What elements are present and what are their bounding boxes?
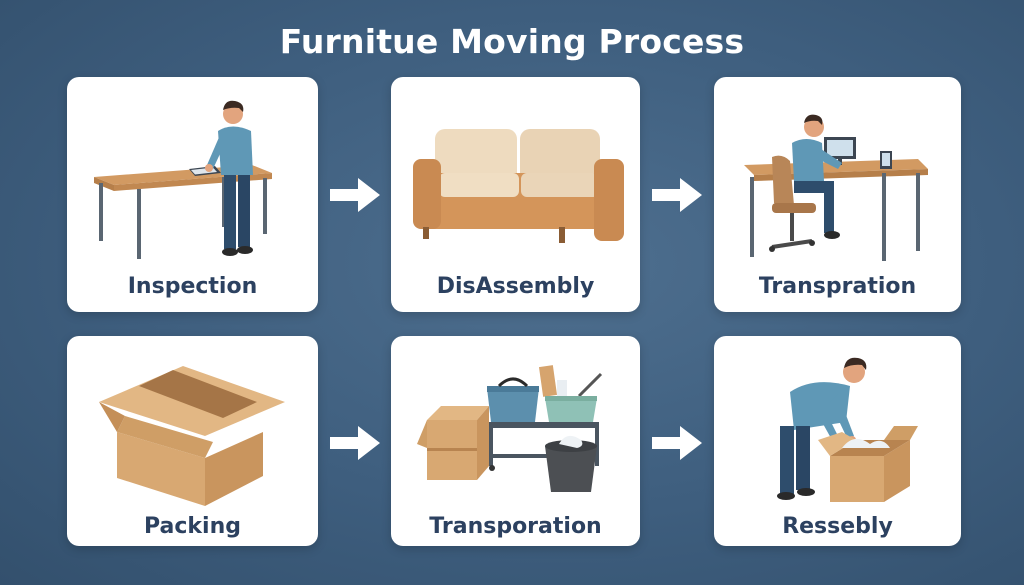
right-arrow-icon: [330, 178, 380, 212]
step-card-packing: Packing: [67, 336, 318, 546]
right-arrow-icon: [652, 426, 702, 460]
step-label: Packing: [143, 514, 241, 539]
cart-with-bins-icon: [417, 365, 603, 492]
person-inspecting-table-icon: [94, 100, 272, 259]
step-label: Ressebly: [782, 514, 893, 539]
cardboard-box-icon: [99, 366, 285, 506]
step-label: Transpration: [758, 274, 917, 299]
step-card-ressebly: Ressebly: [714, 336, 961, 546]
diagram-title: Furnitue Moving Process: [279, 22, 745, 61]
right-arrow-icon: [330, 426, 380, 460]
person-at-desk-computer-icon: [744, 114, 928, 261]
sofa-icon: [413, 129, 624, 243]
person-unpacking-box-icon: [777, 357, 918, 502]
right-arrow-icon: [652, 178, 702, 212]
step-card-transporation: Transporation: [391, 336, 640, 546]
step-card-inspection: Inspection: [67, 77, 318, 312]
step-label: DisAssembly: [436, 274, 595, 299]
step-label: Inspection: [127, 274, 258, 299]
step-card-transpration: Transpration: [714, 77, 961, 312]
step-card-disassembly: DisAssembly: [391, 77, 640, 312]
step-label: Transporation: [429, 514, 602, 539]
